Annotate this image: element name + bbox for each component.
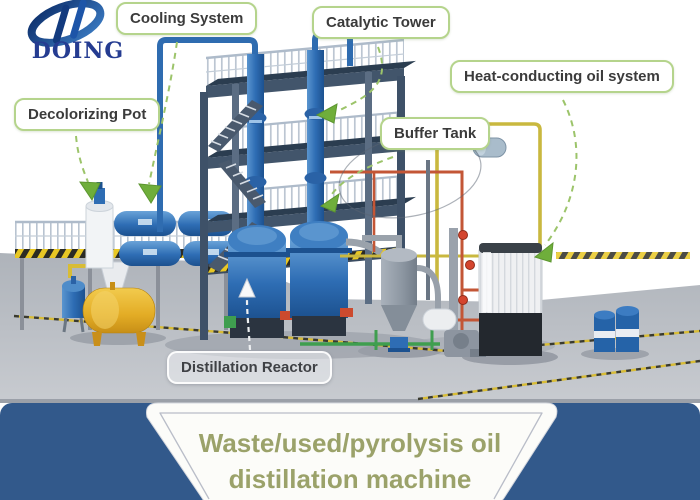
label-connectors	[75, 41, 578, 246]
label-decolorizing-pot: Decolorizing Pot	[14, 98, 161, 131]
blue-filter-tank	[62, 276, 85, 333]
banner-title-line2: distillation machine	[228, 464, 472, 494]
distillation-reactor-vessels	[224, 221, 353, 338]
banner-title-line1: Waste/used/pyrolysis oil	[198, 428, 502, 458]
heat-conducting-oil-boiler	[478, 243, 543, 356]
decolorizing-pot-vessel	[85, 182, 114, 269]
label-distillation-reactor: Distillation Reactor	[167, 351, 332, 384]
banner-ribbon	[146, 402, 558, 500]
rear-hazard-strip	[556, 252, 690, 259]
label-catalytic-tower: Catalytic Tower	[312, 6, 450, 39]
connector-buffer-tank	[331, 156, 394, 195]
green-arrow-catalytic-icon	[315, 103, 338, 124]
pointer-arrows	[79, 103, 554, 263]
connector-distillation-reactor	[245, 299, 252, 351]
catalytic-tower-columns	[157, 31, 353, 232]
green-arrow-decolorizing-icon	[79, 181, 101, 202]
label-heat-conducting-oil-system: Heat-conducting oil system	[450, 60, 674, 93]
label-buffer-tank: Buffer Tank	[380, 117, 491, 150]
separator-tank	[362, 235, 441, 352]
connector-decolorizing-pot	[75, 135, 89, 183]
green-arrow-heat-icon	[533, 241, 554, 263]
banner-title: Waste/used/pyrolysis oil distillation ma…	[0, 425, 700, 497]
connector-cooling-system	[148, 41, 178, 185]
oil-drums	[594, 306, 639, 352]
white-arrow-reactor-icon	[238, 277, 256, 298]
label-cooling-system: Cooling System	[116, 2, 258, 35]
connector-heat-conducting	[544, 99, 578, 246]
green-arrow-buffer-icon	[319, 192, 340, 213]
doing-logo: DOING	[18, 2, 138, 68]
green-arrow-cooling-icon	[138, 183, 162, 204]
condensate-tank-and-blower	[422, 228, 486, 357]
yellow-oil-tank	[82, 282, 156, 346]
doing-logo-text: DOING	[31, 38, 125, 64]
